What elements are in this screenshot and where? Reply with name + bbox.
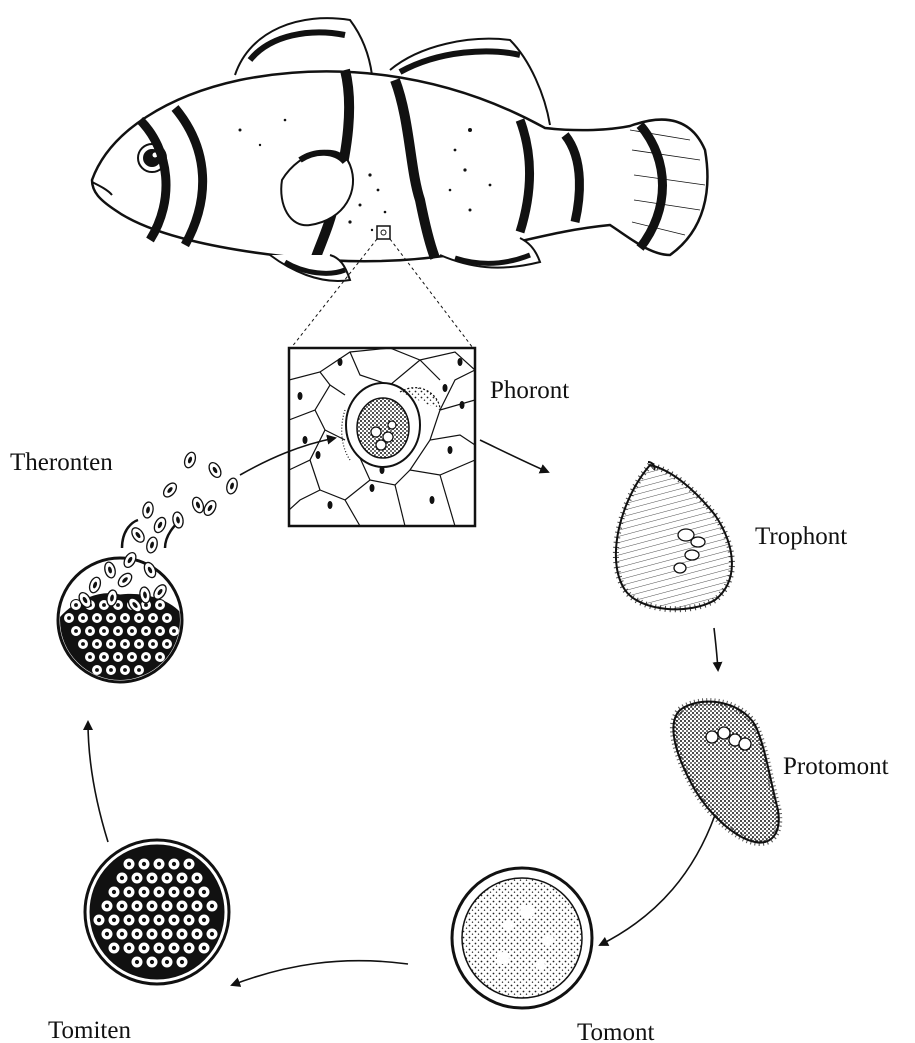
tomiten-icon — [85, 840, 229, 984]
arrow-icon — [714, 628, 718, 670]
protomont-icon — [673, 702, 778, 843]
arrow-icon — [88, 722, 108, 842]
label-trophont: Trophont — [755, 523, 847, 550]
label-tomiten: Tomiten — [48, 1017, 131, 1043]
label-theronten: Theronten — [10, 449, 113, 476]
label-tomont: Tomont — [577, 1019, 654, 1043]
theronten-icon — [58, 451, 239, 690]
trophont-icon — [616, 462, 732, 609]
arrow-icon — [232, 961, 408, 985]
arrow-icon — [600, 815, 715, 945]
label-protomont: Protomont — [783, 753, 889, 780]
skin-inset-icon — [289, 348, 475, 526]
clownfish-host-icon — [92, 18, 707, 281]
label-phoront: Phoront — [490, 377, 569, 404]
tomont-icon — [452, 868, 592, 1008]
arrow-icon — [480, 440, 548, 472]
